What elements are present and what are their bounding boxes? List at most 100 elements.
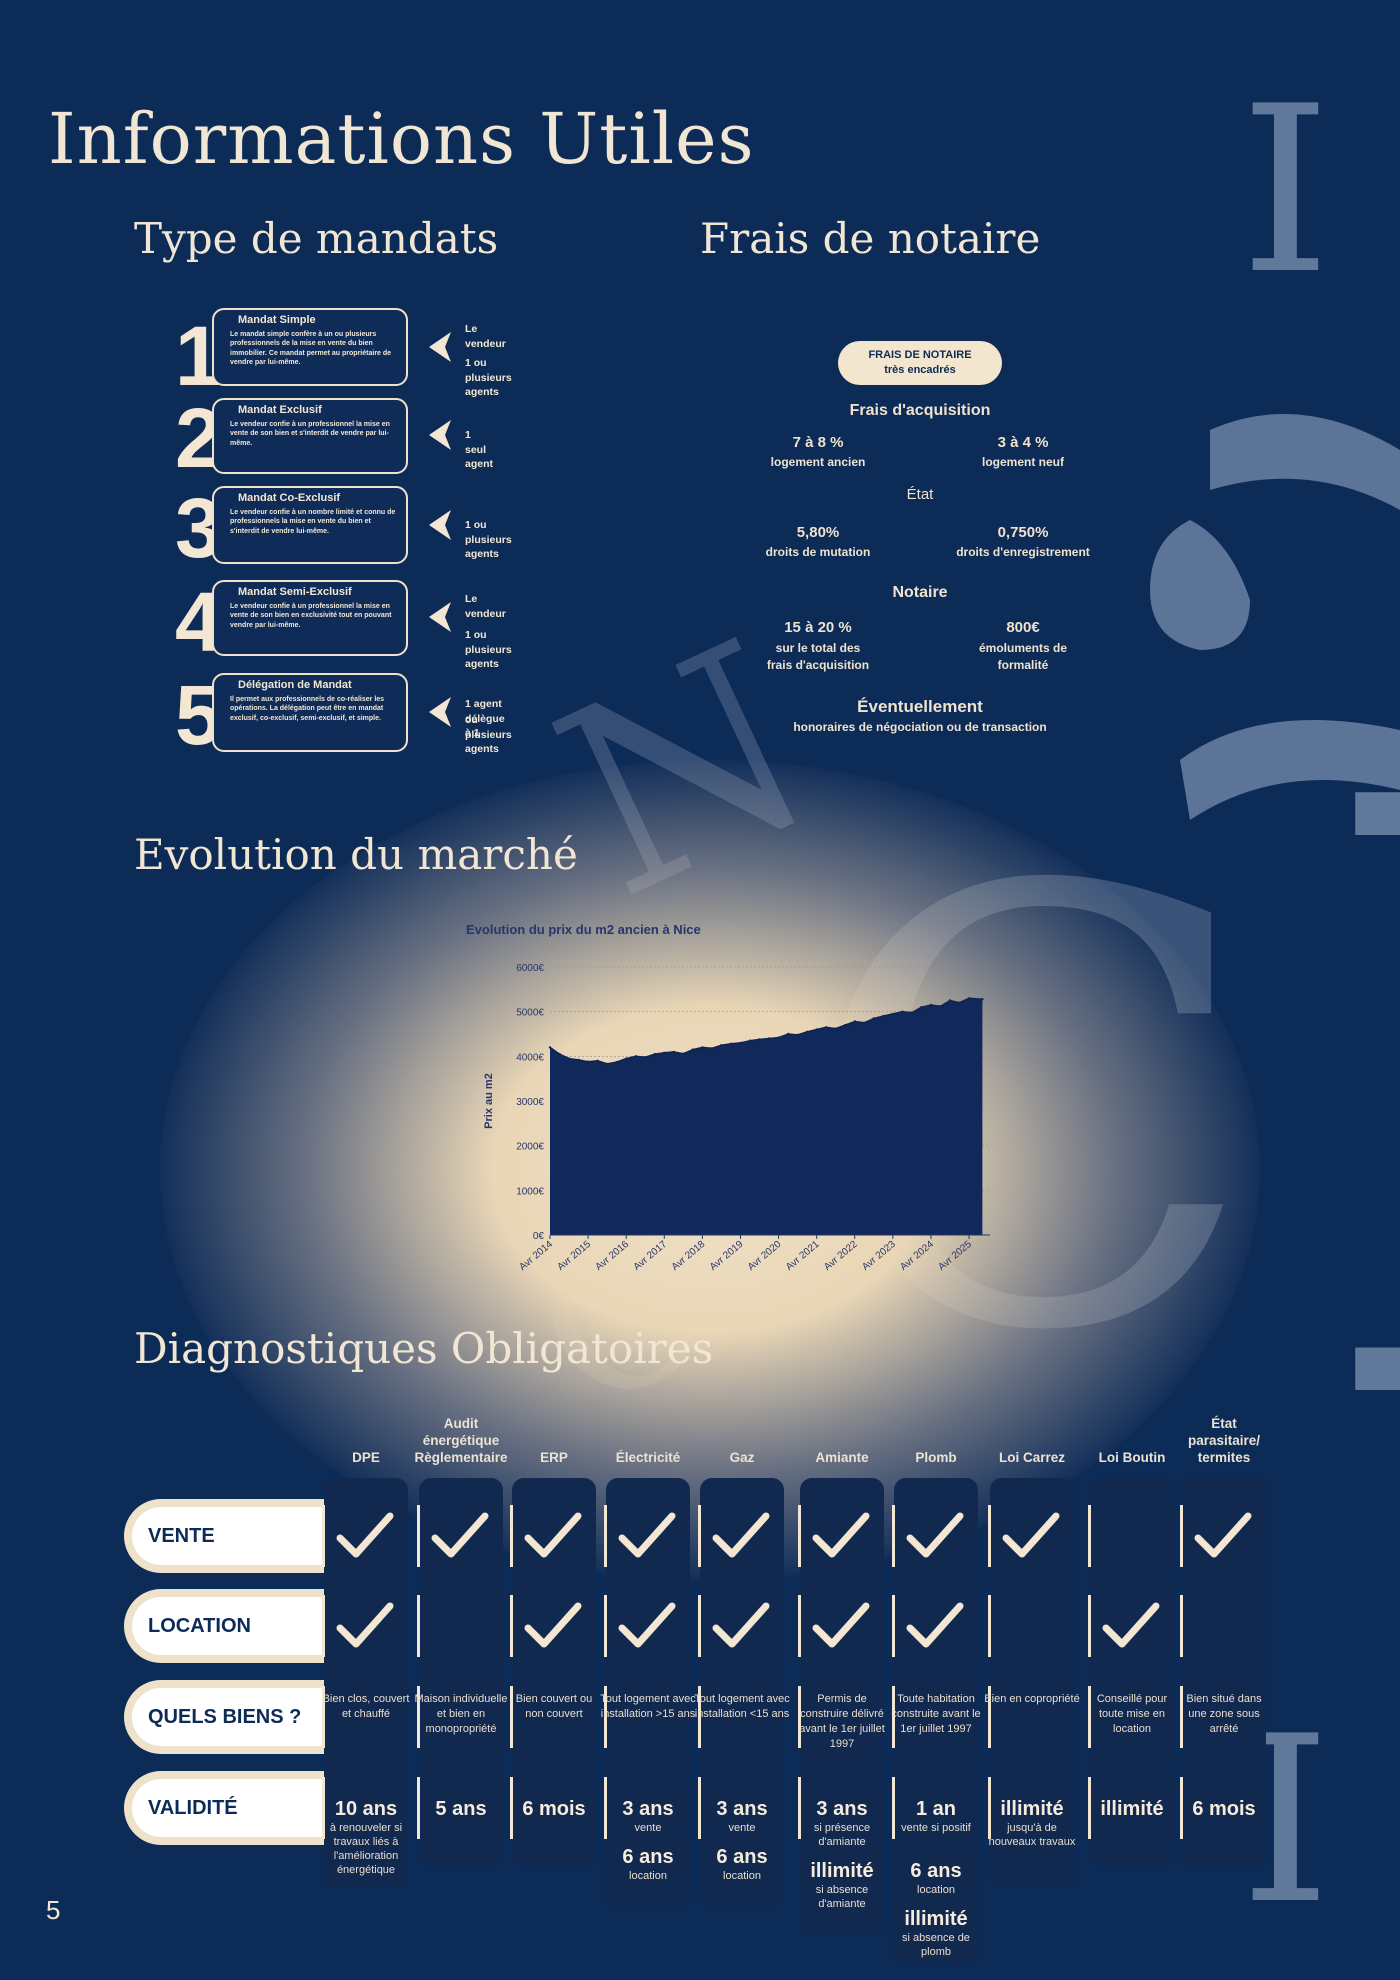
diagnostic-column — [606, 1478, 690, 1906]
data-point — [948, 999, 952, 1002]
column-separator — [988, 1777, 991, 1839]
validite-value: illimité — [810, 1860, 874, 1882]
quels-biens-text: Bien couvert ou non couvert — [515, 1693, 593, 1720]
column-separator — [798, 1505, 801, 1567]
column-separator — [604, 1595, 607, 1657]
column-separator — [417, 1505, 420, 1567]
column-separator — [698, 1595, 701, 1657]
validite-value: illimité — [1100, 1798, 1164, 1820]
data-point — [981, 998, 984, 1001]
x-tick-label: Avr 2022 — [822, 1239, 860, 1273]
column-separator — [1088, 1505, 1091, 1567]
x-tick-label: Avr 2015 — [555, 1239, 593, 1273]
mandat-side-1: 1 agent délègue à 1 — [465, 698, 505, 740]
validite-detail: location — [629, 1870, 667, 1882]
row-label-location: LOCATION — [124, 1589, 326, 1663]
mandat-description: Le vendeur confie à un professionnel la … — [230, 603, 392, 629]
data-point — [586, 1060, 590, 1063]
column-separator — [1180, 1595, 1183, 1657]
data-point — [672, 1050, 675, 1054]
column-header: Amiante — [815, 1450, 869, 1465]
checkmark-icon — [810, 1508, 872, 1564]
validite-value: illimité — [1000, 1798, 1064, 1820]
ancien-value: 7 à 8 % — [792, 434, 844, 451]
x-tick-label: Avr 2024 — [898, 1239, 936, 1273]
validite-value: 6 mois — [522, 1798, 586, 1820]
mandat-side-2: 1 ou plusieurs agents — [465, 629, 512, 671]
validite-entry: illimité — [1082, 1797, 1182, 1821]
data-point — [644, 1056, 647, 1059]
data-point — [805, 1030, 809, 1033]
diagnostic-column — [800, 1478, 884, 1934]
checkmark-icon — [1000, 1508, 1062, 1564]
neuf-value: 3 à 4 % — [997, 434, 1049, 451]
checkmark-icon — [710, 1508, 772, 1564]
marche-heading: Evolution du marché — [134, 830, 578, 879]
validite-detail: vente si positif — [901, 1822, 971, 1834]
validite-value: illimité — [904, 1908, 968, 1930]
validite-value: 3 ans — [716, 1798, 768, 1820]
column-header: DPE — [352, 1450, 380, 1465]
column-separator — [798, 1686, 801, 1748]
price-chart: Evolution du prix du m2 ancien à Nice0€1… — [466, 922, 990, 1273]
quels-biens-text: Conseillé pour toute mise en location — [1096, 1693, 1168, 1735]
emoluments-label-2: formalité — [997, 658, 1049, 672]
ancien-label: logement ancien — [770, 455, 866, 469]
validite-entry: 6 mois — [1174, 1797, 1274, 1821]
column-separator — [988, 1686, 991, 1748]
x-tick-label: Avr 2017 — [632, 1239, 670, 1273]
mutation-label: droits de mutation — [765, 545, 871, 559]
validite-detail: si absence de plomb — [902, 1932, 970, 1958]
y-tick-label: 3000€ — [516, 1097, 544, 1108]
diagnostic-column — [894, 1478, 978, 1964]
checkmark-icon — [522, 1598, 584, 1654]
data-point — [729, 1042, 733, 1045]
column-separator — [798, 1777, 801, 1839]
column-separator — [510, 1686, 513, 1748]
data-point — [882, 1014, 885, 1018]
column-separator — [1180, 1505, 1183, 1567]
mandat-side-1: Le vendeur — [465, 593, 506, 620]
quels-biens-text: Bien situé dans une zone sous arrêté — [1186, 1693, 1262, 1735]
mandat-title: Mandat Semi-Exclusif — [238, 586, 352, 598]
column-separator — [1088, 1777, 1091, 1839]
data-point — [815, 1028, 818, 1031]
svg-text:I: I — [1240, 58, 1331, 325]
data-point — [634, 1055, 637, 1058]
pill-line-1: FRAIS DE NOTAIRE — [868, 349, 972, 361]
column-separator — [604, 1505, 607, 1567]
validite-value: 3 ans — [816, 1798, 868, 1820]
chevron-left-icon — [429, 602, 451, 632]
mandat-title: Délégation de Mandat — [238, 679, 352, 691]
row-label-quels-biens: QUELS BIENS ? — [124, 1680, 326, 1754]
column-separator — [988, 1505, 991, 1567]
column-header: Gaz — [729, 1450, 755, 1465]
column-header: Loi Boutin — [1098, 1450, 1166, 1465]
validite-entry: 5 ans — [411, 1797, 511, 1821]
data-point — [739, 1041, 742, 1045]
validite-detail: à renouveler si travaux liés à l'amélior… — [329, 1822, 403, 1876]
column-separator — [510, 1777, 513, 1839]
quels-biens-text: Permis de construire délivré avant le 1e… — [799, 1693, 885, 1750]
pill-line-2: très encadrés — [884, 364, 956, 376]
column-separator — [1180, 1777, 1183, 1839]
data-point — [691, 1048, 695, 1051]
data-point — [682, 1052, 685, 1055]
validite-detail: si présence d'amiante — [813, 1822, 871, 1848]
mandat-description: Le vendeur confie à un professionnel la … — [230, 421, 390, 447]
mandat-box: Délégation de Mandat Il permet aux profe… — [212, 673, 408, 752]
mandat-side-1: 1 seul agent — [465, 429, 494, 471]
mandat-box: Mandat Simple Le mandat simple confère à… — [212, 308, 408, 386]
mandat-title: Mandat Simple — [238, 314, 316, 326]
column-separator — [988, 1595, 991, 1657]
data-point — [567, 1057, 571, 1060]
column-separator — [892, 1595, 895, 1657]
data-point — [548, 1046, 552, 1049]
checkmark-icon — [334, 1508, 396, 1564]
